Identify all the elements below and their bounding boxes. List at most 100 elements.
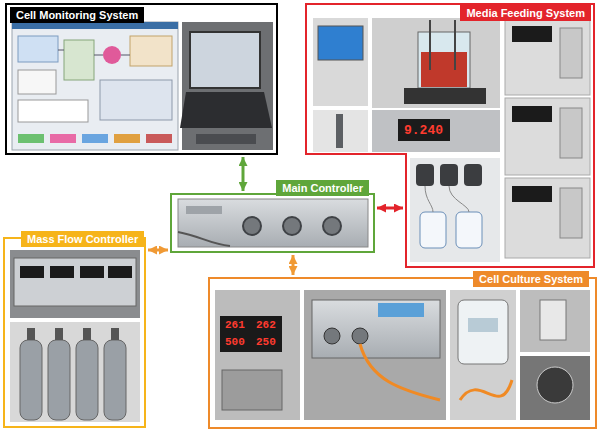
screen-box — [18, 70, 56, 94]
meter-display — [398, 119, 450, 141]
laptop-screen — [190, 32, 260, 88]
photo-frame — [10, 322, 140, 422]
cable-connector — [283, 217, 301, 235]
temp-display — [220, 316, 251, 352]
photo-frame — [215, 290, 300, 420]
screen-line — [58, 50, 64, 51]
screen-button — [82, 134, 108, 143]
screen-box — [130, 36, 172, 66]
group-box: Cell Monitoring System — [5, 3, 278, 155]
photo-frame — [372, 110, 500, 152]
mfc-display — [80, 266, 104, 278]
photo-frame — [372, 18, 500, 108]
photo-frame — [520, 290, 590, 352]
tubing — [425, 186, 469, 212]
cable — [460, 380, 512, 400]
gas-cylinder — [76, 340, 98, 420]
bioreactor-photo — [372, 18, 500, 152]
mass-flow-photo — [10, 250, 140, 422]
bidirectional-arrow — [292, 255, 295, 275]
laptop-keyboard — [180, 92, 272, 128]
controller-panel — [178, 199, 368, 247]
connector-panel — [222, 370, 282, 410]
cable — [178, 232, 230, 246]
cable — [360, 344, 440, 400]
cell-culture-photos — [215, 290, 590, 420]
probe — [454, 20, 456, 70]
screen-table — [100, 80, 172, 120]
gauge-display — [468, 318, 498, 332]
photo-frame — [313, 110, 368, 152]
bidirectional-arrow — [148, 249, 168, 252]
photo-frame — [182, 22, 273, 150]
media-bottle — [456, 212, 482, 248]
bidirectional-arrow — [242, 157, 245, 191]
display-readout: 9.240 — [404, 124, 443, 137]
display-readout: 250 — [256, 337, 276, 348]
photo-frame — [450, 290, 516, 420]
group-box: Cell Culture System — [208, 277, 597, 429]
group-outline — [305, 3, 595, 268]
laptop-photo — [180, 22, 273, 150]
pump-buttons — [560, 188, 582, 238]
screen-box — [18, 36, 58, 62]
window-bar — [12, 22, 178, 29]
mfc-unit — [14, 258, 136, 306]
cable-connector — [323, 217, 341, 235]
screen-frame — [12, 22, 178, 150]
pump-display — [512, 106, 552, 122]
group-box: Media Feeding System — [305, 3, 595, 268]
cable-connector — [324, 328, 340, 344]
display-readout: 500 — [225, 337, 245, 348]
media-bottle — [420, 212, 446, 248]
culture-medium — [421, 52, 467, 87]
bidirectional-arrow — [377, 207, 403, 210]
stirrer-base — [404, 88, 486, 104]
screen-vessel — [103, 46, 121, 64]
screen-button — [146, 134, 172, 143]
valve — [55, 328, 63, 340]
screen-button — [18, 134, 44, 143]
gas-cylinder — [104, 340, 126, 420]
group-title: Mass Flow Controller — [21, 231, 144, 247]
photo-frame — [313, 18, 368, 106]
group-title: Main Controller — [276, 180, 369, 196]
valve — [83, 328, 91, 340]
pump-buttons — [560, 108, 582, 158]
screen-button — [114, 134, 140, 143]
touch-screen — [318, 26, 363, 60]
probe — [429, 20, 431, 70]
screen-box — [64, 40, 94, 80]
pump-buttons — [560, 28, 582, 78]
monitoring-screenshot — [12, 22, 178, 150]
vessel-glass — [418, 32, 470, 88]
mfc-display — [20, 266, 44, 278]
gas-cylinder — [48, 340, 70, 420]
pump-head — [440, 164, 458, 186]
main-controller-photo — [178, 199, 368, 247]
sensor-panel — [312, 300, 440, 358]
screen-line — [94, 55, 103, 56]
gas-cylinder — [20, 340, 42, 420]
pump-panel — [505, 178, 590, 258]
pump-panel — [505, 98, 590, 175]
pump-display — [512, 186, 552, 202]
pump-display — [512, 26, 552, 42]
panel-label — [186, 206, 222, 214]
group-title: Cell Culture System — [473, 271, 589, 287]
gauge-unit — [458, 300, 508, 364]
flow-meter — [336, 114, 343, 148]
photo-frame — [410, 158, 500, 262]
pump-head — [464, 164, 482, 186]
photo-frame — [10, 250, 140, 318]
group-box: Mass Flow Controller — [3, 237, 146, 428]
temp-display — [251, 316, 282, 352]
valve — [111, 328, 119, 340]
screen-box — [18, 100, 88, 122]
touch-panel-photo — [313, 18, 368, 152]
desk-device — [196, 134, 256, 144]
cable-connector — [243, 217, 261, 235]
